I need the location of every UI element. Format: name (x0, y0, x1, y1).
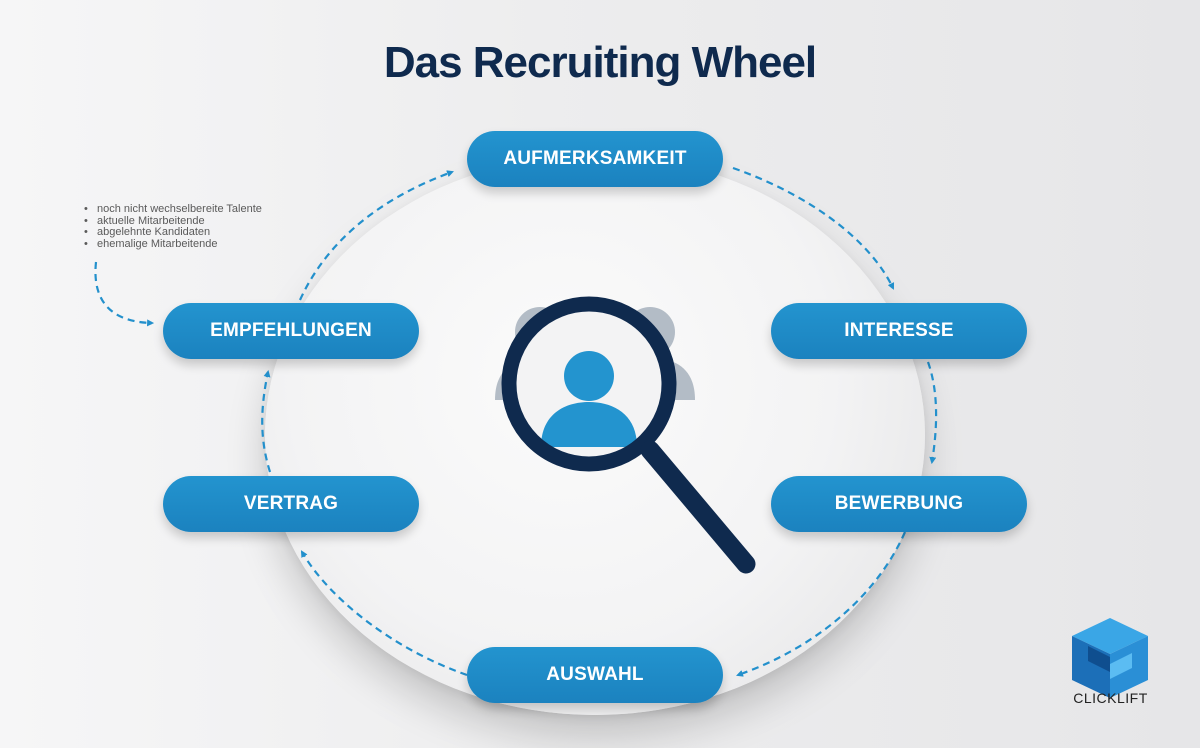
arrow-aufmerksamkeit-to-interesse (732, 166, 895, 290)
page-title: Das Recruiting Wheel (383, 38, 817, 87)
note-item: •abgelehnte Kandidaten (84, 226, 211, 238)
magnifier-icon (501, 296, 756, 574)
arrow-auswahl-to-vertrag (300, 550, 468, 677)
arrow-notes-to-empfehlungen (94, 261, 155, 327)
arrow-empfehlungen-to-aufmerksamkeit (298, 170, 454, 301)
step-interesse[interactable]: INTERESSE (771, 303, 1027, 359)
step-auswahl[interactable]: AUSWAHL (467, 647, 723, 703)
brand-name: CLICKLIFT (1073, 690, 1148, 706)
step-vertrag[interactable]: VERTRAG (163, 476, 419, 532)
note-item: •ehemalige Mitarbeitende (84, 237, 218, 250)
arrow-interesse-to-bewerbung (926, 361, 938, 465)
step-bewerbung[interactable]: BEWERBUNG (771, 476, 1027, 532)
arrow-vertrag-to-empfehlungen (261, 369, 272, 473)
step-empfehlungen[interactable]: EMPFEHLUNGEN (163, 303, 419, 359)
clicklift-logo-icon (1072, 618, 1148, 698)
notes-list: •noch nicht wechselbereite Talente •aktu… (84, 203, 262, 250)
note-item: •noch nicht wechselbereite Talente (84, 203, 262, 215)
person-icon (541, 351, 637, 447)
step-aufmerksamkeit[interactable]: AUFMERKSAMKEIT (467, 131, 723, 187)
note-item: •aktuelle Mitarbeitende (84, 214, 205, 227)
arrow-bewerbung-to-auswahl (736, 531, 907, 677)
